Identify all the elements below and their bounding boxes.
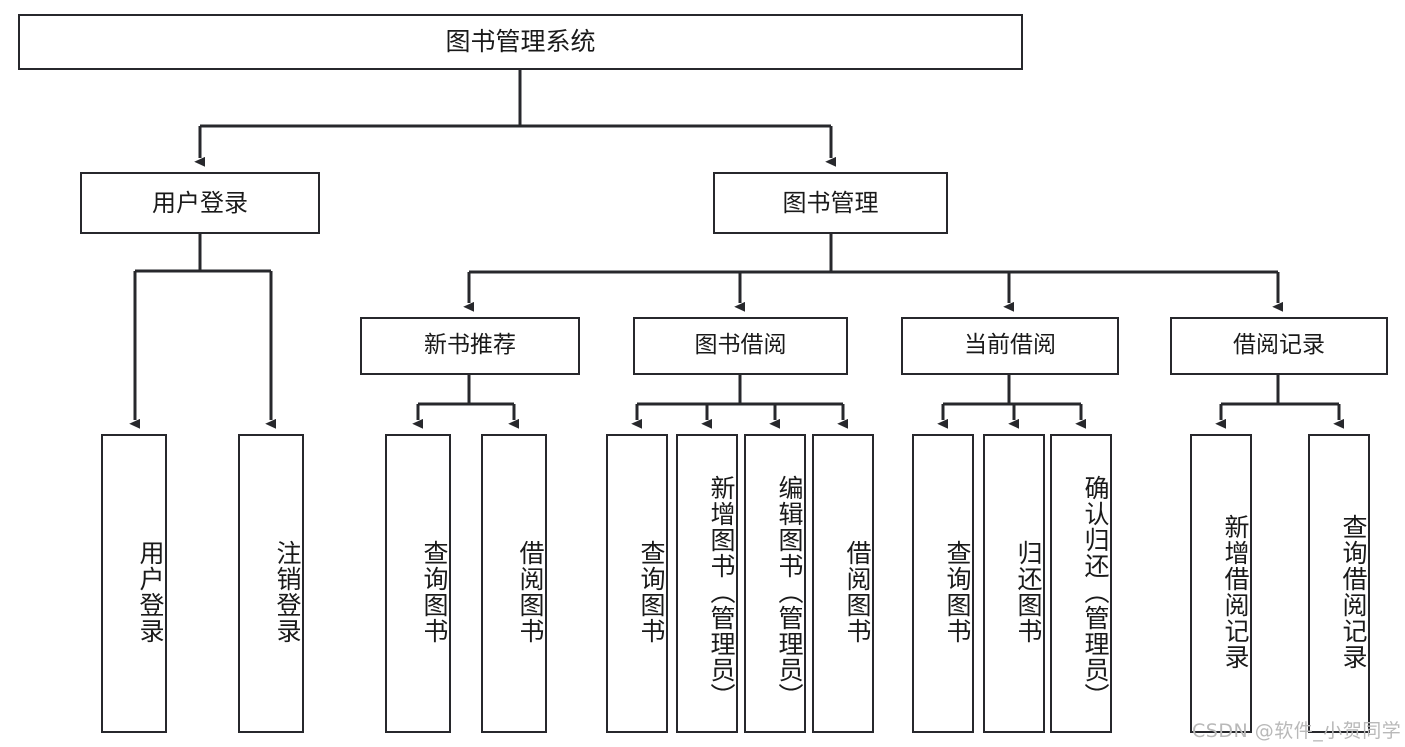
leaf-confirm-return-admin[interactable]: 确认归还（管理员） — [1050, 434, 1112, 733]
leaf-borrow-book[interactable]: 借阅图书 — [812, 434, 874, 733]
leaf-borrow-book-recommend[interactable]: 借阅图书 — [481, 434, 547, 733]
leaf-label: 归还图书 — [1014, 539, 1043, 644]
leaf-label: 借阅图书 — [516, 539, 545, 644]
leaf-add-borrow-record[interactable]: 新增借阅记录 — [1190, 434, 1252, 733]
node-new-book-recommend[interactable]: 新书推荐 — [360, 317, 580, 375]
node-book-management[interactable]: 图书管理 — [713, 172, 948, 234]
node-root-system[interactable]: 图书管理系统 — [18, 14, 1023, 70]
leaf-label: 编辑图书（管理员） — [775, 474, 804, 709]
leaf-query-borrow-record[interactable]: 查询借阅记录 — [1308, 434, 1370, 733]
leaf-label: 确认归还（管理员） — [1081, 474, 1110, 709]
leaf-user-login[interactable]: 用户登录 — [101, 434, 167, 733]
leaf-label: 用户登录 — [136, 539, 165, 644]
leaf-query-book-recommend[interactable]: 查询图书 — [385, 434, 451, 733]
csdn-watermark: CSDN @软件_小贺同学 — [1192, 720, 1402, 742]
leaf-query-book-borrow[interactable]: 查询图书 — [606, 434, 668, 733]
leaf-label: 查询图书 — [420, 539, 449, 644]
leaf-label: 借阅图书 — [843, 539, 872, 644]
leaf-label: 新增借阅记录 — [1221, 513, 1250, 670]
node-book-borrow[interactable]: 图书借阅 — [633, 317, 848, 375]
node-current-borrow[interactable]: 当前借阅 — [901, 317, 1119, 375]
leaf-label: 注销登录 — [273, 539, 302, 644]
leaf-label: 查询图书 — [943, 539, 972, 644]
leaf-edit-book-admin[interactable]: 编辑图书（管理员） — [744, 434, 806, 733]
leaf-query-book-current[interactable]: 查询图书 — [912, 434, 974, 733]
leaf-return-book[interactable]: 归还图书 — [983, 434, 1045, 733]
leaf-label: 查询借阅记录 — [1339, 513, 1368, 670]
node-borrow-record[interactable]: 借阅记录 — [1170, 317, 1388, 375]
leaf-add-book-admin[interactable]: 新增图书（管理员） — [676, 434, 738, 733]
node-user-login[interactable]: 用户登录 — [80, 172, 320, 234]
leaf-label: 新增图书（管理员） — [707, 474, 736, 709]
leaf-logout[interactable]: 注销登录 — [238, 434, 304, 733]
leaf-label: 查询图书 — [637, 539, 666, 644]
